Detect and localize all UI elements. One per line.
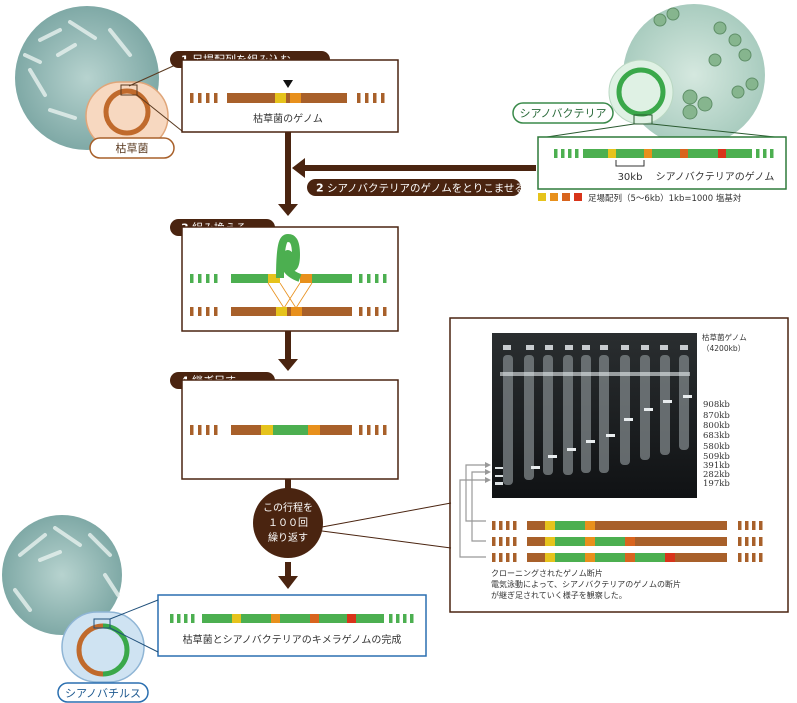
gel-size-markers: 908kb 870kb 800kb 683kb 580kb 509kb 391k… (703, 400, 730, 489)
legend: 足場配列（5～6kb）1kb=1000 塩基対 (538, 193, 742, 204)
svg-text:枯草菌: 枯草菌 (116, 141, 149, 155)
svg-text:30kb: 30kb (618, 172, 643, 183)
zoom-line (651, 123, 785, 139)
cyano-cell (608, 59, 674, 125)
step-4-genome (190, 425, 387, 435)
gel-caption: クローニングされたゲノム断片 電気泳動によって、シアノバクテリアのゲノムの断片 … (491, 568, 681, 600)
bacillus-label: 枯草菌 (89, 137, 175, 159)
zoom-line (109, 599, 159, 620)
svg-text:シアノバチルス: シアノバチルス (65, 687, 141, 700)
chimera-label: シアノバチルス (57, 682, 149, 703)
step-2-label: 2 シアノバクテリアのゲノムをとりこませる (307, 179, 525, 196)
gel-connector-arrowheads (485, 462, 491, 483)
svg-text:この行程を: この行程を (263, 501, 313, 514)
svg-text:683kb: 683kb (703, 431, 730, 441)
svg-text:282kb: 282kb (703, 470, 730, 480)
svg-text:870kb: 870kb (703, 411, 730, 421)
svg-text:509kb: 509kb (703, 452, 730, 462)
svg-text:足場配列（5～6kb）1kb=1000 塩基対: 足場配列（5～6kb）1kb=1000 塩基対 (588, 193, 742, 204)
svg-text:580kb: 580kb (703, 442, 730, 452)
svg-text:908kb: 908kb (703, 400, 730, 410)
step-3-recombination (190, 234, 387, 316)
gel-image (492, 333, 697, 498)
gel-genome-row-1 (492, 521, 763, 530)
svg-text:シアノバクテリア: シアノバクテリア (519, 107, 606, 120)
cyano-genome-panel (537, 136, 787, 190)
insertion-marker-icon (283, 80, 293, 88)
size-bracket (615, 160, 645, 167)
cyano-label: シアノバクテリア (512, 102, 614, 124)
svg-text:クローニングされたゲノム断片: クローニングされたゲノム断片 (491, 568, 603, 578)
svg-text:シアノバクテリアのゲノムをとりこませる: シアノバクテリアのゲノムをとりこませる (327, 183, 525, 195)
cyano-genome: 30kb シアノバクテリアのゲノム (554, 149, 774, 183)
svg-text:枯草菌のゲノム: 枯草菌のゲノム (253, 112, 323, 125)
chimera-micrograph (2, 515, 122, 635)
svg-text:（4200kb）: （4200kb） (702, 344, 745, 353)
svg-text:枯草菌ゲノム: 枯草菌ゲノム (702, 332, 747, 342)
gel-labels: 枯草菌ゲノム （4200kb） (702, 332, 747, 353)
svg-text:シアノバクテリアのゲノム: シアノバクテリアのゲノム (656, 171, 775, 183)
svg-text:2: 2 (316, 182, 324, 195)
svg-text:枯草菌とシアノバクテリアのキメラゲノムの完成: 枯草菌とシアノバクテリアのキメラゲノムの完成 (183, 633, 402, 646)
svg-text:１００回: １００回 (268, 517, 308, 529)
callout-line (321, 530, 452, 549)
repeat-badge: この行程を １００回 繰り返す (253, 488, 323, 558)
svg-text:が継ぎ足されていく様子を観察した。: が継ぎ足されていく様子を観察した。 (491, 590, 627, 600)
callout-line (321, 502, 452, 528)
gel-genome-row-3 (492, 553, 763, 562)
zoom-line (136, 94, 183, 132)
svg-text:電気泳動によって、シアノバクテリアのゲノムの断片: 電気泳動によって、シアノバクテリアのゲノムの断片 (491, 579, 681, 589)
chimera-cell (61, 611, 145, 683)
gel-connectors (459, 464, 486, 558)
svg-text:391kb: 391kb (703, 461, 730, 471)
bacillus-cell (85, 81, 169, 151)
step-1-genome: 枯草菌のゲノム (190, 80, 385, 125)
zoom-line (539, 123, 635, 139)
svg-text:800kb: 800kb (703, 421, 730, 431)
final-panel (157, 594, 427, 657)
svg-text:繰り返す: 繰り返す (268, 531, 308, 544)
zoom-line (109, 627, 159, 653)
gel-genome-row-2 (492, 537, 763, 546)
final-genome: 枯草菌とシアノバクテリアのキメラゲノムの完成 (170, 614, 414, 646)
svg-text:197kb: 197kb (703, 479, 730, 489)
